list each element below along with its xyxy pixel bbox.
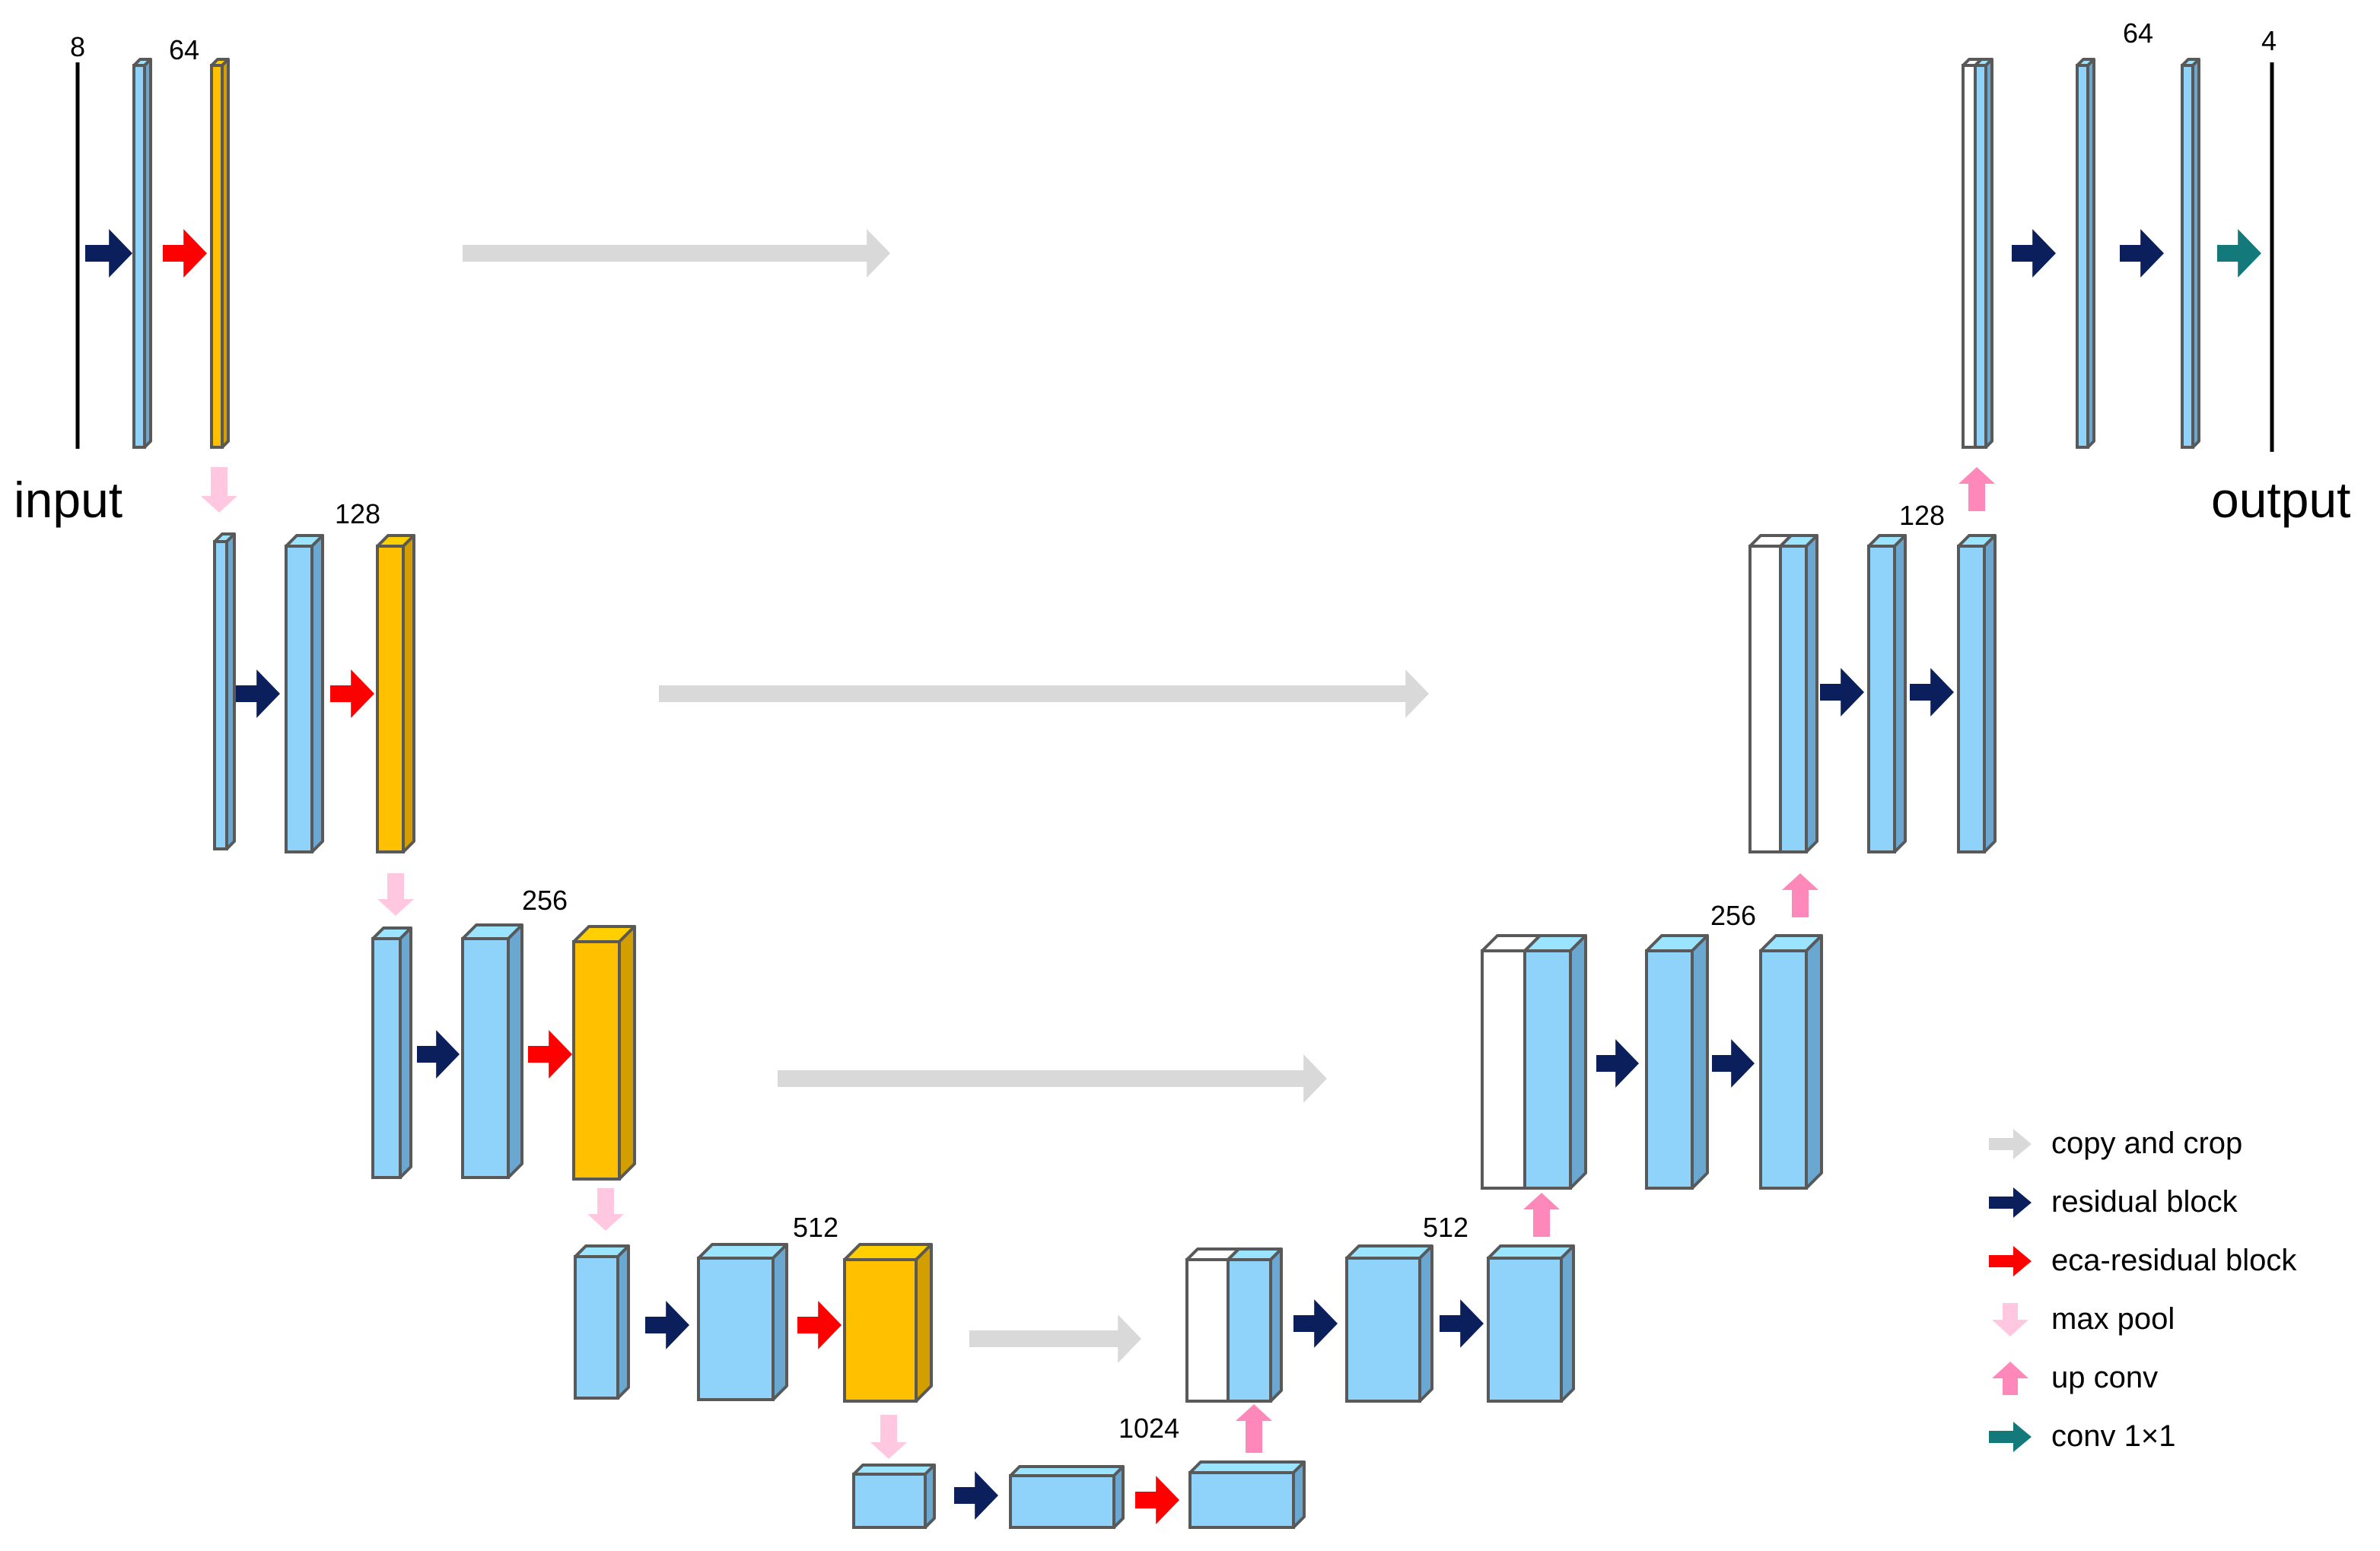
max-pool-arrow (870, 1415, 907, 1459)
legend-item-up-conv: up conv (1986, 1349, 2296, 1407)
legend-item-conv-1x1: conv 1×1 (1986, 1407, 2296, 1466)
max-pool-arrow (587, 1188, 624, 1231)
copy-and-crop-arrow (969, 1314, 1141, 1363)
residual-arrow (1440, 1299, 1484, 1348)
feature-map-d2-a (1779, 534, 1818, 853)
feature-map-l2-eca (376, 534, 415, 853)
legend-item-eca-residual-block: eca-residual block (1986, 1232, 2296, 1290)
feature-map-bottleneck-c (1188, 1460, 1306, 1529)
feature-map-d4-c (1487, 1244, 1575, 1403)
eca-residual-arrow (1135, 1476, 1179, 1524)
feature-map-l4-eca (843, 1243, 933, 1403)
channel-label-128-decoder: 128 (1899, 500, 1945, 531)
eca-residual-arrow (797, 1301, 842, 1349)
residual-arrow (1712, 1039, 1755, 1088)
legend-label: copy and crop (2051, 1127, 2243, 1160)
residual-arrow (2012, 229, 2056, 278)
residual-arrow (2120, 229, 2164, 278)
residual-arrow (417, 1030, 460, 1079)
output-label: output (2211, 472, 2351, 528)
residual-arrow (236, 669, 280, 718)
feature-map-bottleneck-b (1009, 1465, 1125, 1529)
legend: copy and crop residual block eca-residua… (1986, 1114, 2296, 1466)
feature-map-l2-b (285, 534, 324, 853)
channel-label-256-decoder: 256 (1710, 900, 1756, 931)
channel-label-64-encoder: 64 (169, 34, 199, 65)
channel-label-64-decoder: 64 (2123, 17, 2153, 49)
feature-map-d2-c (1957, 534, 1997, 853)
legend-label: up conv (2051, 1361, 2159, 1394)
up-conv-arrow-icon (1992, 1361, 2028, 1395)
residual-arrow (1910, 668, 1954, 717)
legend-label: max pool (2051, 1302, 2175, 1336)
residual-block-arrow-icon (1989, 1187, 2032, 1218)
copy-and-crop-arrow (659, 669, 1429, 718)
feature-map-d1-c (2181, 58, 2200, 449)
channel-label-512-encoder: 512 (793, 1212, 838, 1243)
feature-map-l4-a (574, 1244, 630, 1400)
up-conv-arrow (1958, 467, 1995, 511)
feature-map-l1-a (132, 58, 152, 449)
conv-1x1-arrow (2217, 229, 2261, 278)
up-conv-arrow (1236, 1404, 1272, 1453)
legend-item-copy-and-crop: copy and crop (1986, 1114, 2296, 1173)
legend-label: residual block (2051, 1185, 2238, 1219)
max-pool-arrow (377, 873, 414, 916)
eca-residual-arrow (163, 229, 207, 278)
residual-arrow (954, 1471, 998, 1520)
feature-map-bottleneck-a (852, 1464, 936, 1529)
feature-map-d3-b (1645, 934, 1709, 1190)
feature-map-l3-eca (572, 925, 636, 1181)
feature-map-l2-a (213, 532, 236, 850)
copy-and-crop-arrow-icon (1989, 1128, 2032, 1159)
channel-label-512-decoder: 512 (1423, 1212, 1468, 1243)
eca-residual-block-arrow-icon (1989, 1245, 2032, 1276)
copy-and-crop-arrow (778, 1054, 1327, 1103)
residual-arrow (1293, 1299, 1338, 1348)
channel-label-4: 4 (2261, 25, 2277, 56)
feature-map-d1-b (2076, 58, 2095, 449)
residual-arrow (85, 229, 132, 278)
channel-label-256-encoder: 256 (522, 885, 568, 916)
eca-residual-arrow (528, 1030, 572, 1079)
legend-label: conv 1×1 (2051, 1419, 2176, 1453)
legend-item-max-pool: max pool (1986, 1290, 2296, 1349)
feature-map-l3-b (461, 923, 523, 1179)
up-conv-arrow (1523, 1193, 1560, 1237)
legend-label: eca-residual block (2051, 1244, 2297, 1277)
feature-map-l3-a (371, 926, 412, 1179)
channel-label-1024: 1024 (1118, 1413, 1179, 1444)
up-conv-arrow (1782, 873, 1818, 917)
legend-item-residual-block: residual block (1986, 1173, 2296, 1232)
feature-map-d3-c (1759, 934, 1823, 1190)
feature-map-d1-a (1974, 58, 1993, 449)
residual-arrow (1820, 668, 1864, 717)
feature-map-d4-b (1345, 1244, 1433, 1403)
max-pool-arrow (201, 467, 237, 513)
residual-arrow (1596, 1039, 1639, 1088)
channel-label-128-encoder: 128 (335, 498, 380, 529)
channel-label-8: 8 (70, 31, 85, 62)
feature-map-d4-a (1227, 1247, 1283, 1403)
copy-and-crop-arrow (463, 229, 890, 278)
max-pool-arrow-icon (1992, 1302, 2028, 1336)
input-label: input (14, 472, 123, 528)
feature-map-l1-eca (210, 58, 230, 449)
eca-residual-arrow (330, 669, 374, 718)
feature-map-l4-b (697, 1243, 788, 1401)
feature-map-d2-b (1867, 534, 1907, 853)
residual-arrow (645, 1301, 689, 1349)
feature-map-d3-a (1523, 934, 1587, 1190)
conv-1x1-arrow-icon (1989, 1421, 2032, 1452)
